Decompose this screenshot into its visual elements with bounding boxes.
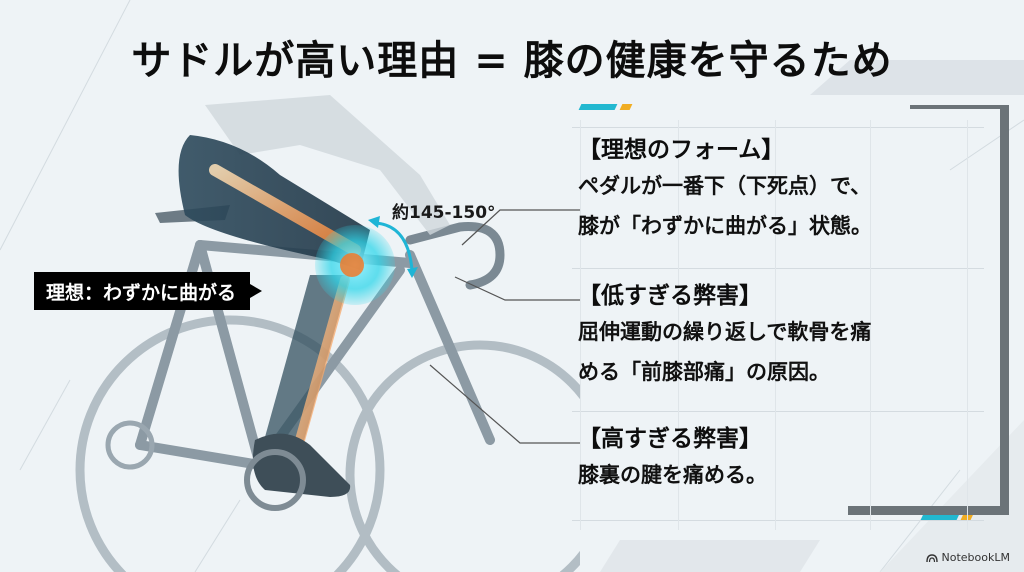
bike-wheels bbox=[75, 315, 580, 572]
accent-bar-cyan-top bbox=[578, 104, 618, 110]
grid-line bbox=[572, 411, 984, 412]
ideal-callout-badge: 理想：わずかに曲がる bbox=[34, 272, 263, 310]
section-line: める「前膝部痛」の原因。 bbox=[578, 360, 830, 384]
grid-line bbox=[967, 120, 968, 530]
panel-frame-bottom bbox=[848, 506, 1009, 515]
grid-line bbox=[678, 120, 679, 530]
knee-angle-label: 約145-150° bbox=[392, 203, 496, 223]
logo-text: NotebookLM bbox=[941, 551, 1010, 564]
panel-frame-right bbox=[1000, 105, 1009, 515]
section-line: 屈伸運動の繰り返しで軟骨を痛 bbox=[578, 320, 872, 344]
section-too-high: 【高すぎる弊害】 膝裏の腱を痛める。 bbox=[578, 423, 976, 495]
section-ideal-form: 【理想のフォーム】 ペダルが一番下（下死点）で、 膝が「わずかに曲がる」状態。 bbox=[578, 134, 976, 246]
section-line: ペダルが一番下（下死点）で、 bbox=[578, 174, 872, 198]
explanation-panel: 【理想のフォーム】 ペダルが一番下（下死点）で、 膝が「わずかに曲がる」状態。 … bbox=[578, 117, 976, 530]
section-heading: 【低すぎる弊害】 bbox=[578, 283, 762, 309]
accent-bar-orange-top bbox=[619, 104, 633, 110]
cyclist-knee-illustration bbox=[75, 95, 580, 572]
grid-line bbox=[572, 268, 984, 269]
grid-line bbox=[572, 520, 984, 521]
grid-line bbox=[775, 120, 776, 530]
connector-lines bbox=[429, 209, 580, 444]
grid-line bbox=[572, 127, 984, 128]
section-line: 膝が「わずかに曲がる」状態。 bbox=[578, 214, 872, 238]
section-line: 膝裏の腱を痛める。 bbox=[578, 463, 767, 487]
slide-title: サドルが高い理由 = 膝の健康を守るため bbox=[131, 38, 893, 84]
section-too-low: 【低すぎる弊害】 屈伸運動の繰り返しで軟骨を痛 める「前膝部痛」の原因。 bbox=[578, 280, 976, 392]
grid-line bbox=[580, 120, 581, 530]
notebooklm-icon bbox=[925, 553, 938, 562]
section-heading: 【高すぎる弊害】 bbox=[578, 426, 762, 452]
notebooklm-branding: NotebookLM bbox=[925, 551, 1010, 564]
panel-frame-top bbox=[910, 105, 1009, 109]
section-heading: 【理想のフォーム】 bbox=[578, 137, 785, 163]
grid-line bbox=[870, 120, 871, 530]
